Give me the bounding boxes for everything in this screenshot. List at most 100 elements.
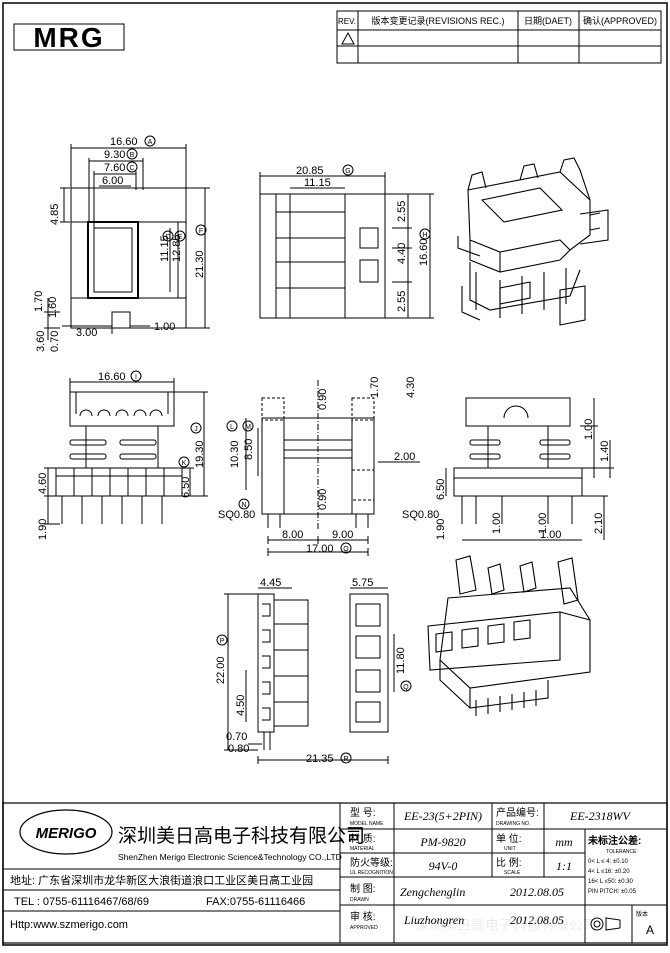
dim-1-70: 1.70 [33, 291, 45, 312]
dim-2-55-bottom: 2.55 [396, 291, 408, 312]
dim-19-30: 19.30 [194, 440, 206, 468]
version-value: A [646, 923, 654, 937]
rev-header: REV. [338, 17, 356, 26]
callout-p: P [220, 638, 225, 645]
material-value: PM-9820 [419, 835, 465, 849]
dim-4-30: 4.30 [405, 377, 417, 398]
dim-6-50-right: 6.50 [435, 479, 447, 500]
dim-4-60: 4.60 [37, 473, 49, 494]
dim-5-75: 5.75 [352, 577, 373, 589]
top-plan-view-dims: 16.60 9.30 7.60 6.00 4.85 11.15 12.85 21… [33, 135, 207, 352]
dim-20-85: 20.85 [296, 165, 324, 177]
dim-0-90-top: 0.90 [317, 389, 329, 410]
callout-l: L [230, 424, 234, 431]
dim-1-40: 1.40 [599, 441, 611, 462]
approved-label-en: APPROVED [350, 925, 378, 931]
company-block: MERIGO 深圳美日高电子科技有限公司 ShenZhen Merigo Ele… [10, 809, 365, 931]
dim-1-00: 1.00 [154, 321, 175, 333]
approved-by: Liuzhongren [403, 913, 464, 927]
dim-0-90-bottom: 0.90 [317, 489, 329, 510]
approved-label: 审 核: [350, 910, 376, 923]
dim-11-15-h: 11.15 [304, 177, 331, 189]
right-view-dims: 1.00 1.40 6.50 1.00 1.00 2.10 1.00 SQ0.8… [402, 419, 611, 541]
merigo-brand: MERIGO [36, 825, 97, 842]
dim-1-00-b: 1.00 [537, 513, 549, 534]
fire-rating-label: 防火等级: [350, 856, 393, 869]
version-label: 版本 [636, 910, 648, 918]
callout-n: N [241, 502, 246, 509]
dim-sq-0-80-left: SQ0.80 [218, 509, 255, 521]
side-view [259, 172, 434, 319]
model-label: 型 号: [350, 806, 376, 819]
dim-0-80: 0.80 [228, 743, 249, 755]
dim-2-10: 2.10 [593, 513, 605, 534]
dim-9-30-b: 9.30 [104, 149, 125, 161]
unit-value: mm [555, 835, 573, 849]
center-view [245, 380, 420, 556]
callout-f: F [199, 228, 203, 235]
callout-m: M [245, 424, 251, 431]
callout-b: B [130, 152, 135, 159]
dim-4-40: 4.40 [396, 243, 408, 264]
callout-a: A [148, 139, 153, 146]
tolerance-16-50: 16< L ≤50: ±0.30 [588, 879, 634, 885]
dim-16-60: 16.60 [418, 238, 430, 266]
dim-9-00: 9.00 [332, 529, 353, 541]
company-website: Http:www.szmerigo.com [10, 919, 128, 931]
company-name-en: ShenZhen Merigo Electronic Science&Techn… [118, 852, 342, 862]
bottom-plan-view [224, 587, 395, 764]
tolerance-4-16: 4< L ≤16: ±0.20 [588, 869, 630, 875]
drawn-label-en: DRAWN [350, 897, 369, 903]
dim-1-90-right: 1.90 [435, 519, 447, 540]
fire-rating-value: 94V-0 [429, 859, 458, 873]
callout-q: Q [403, 684, 409, 691]
dim-2-00: 2.00 [394, 451, 415, 463]
dim-10-30: 10.30 [229, 440, 241, 468]
isometric-view-top [457, 157, 609, 326]
callout-e: E [178, 234, 183, 241]
model-value: EE-23(5+2PIN) [403, 809, 482, 823]
dim-1-00-a: 1.00 [491, 513, 503, 534]
approved-header: 确认(APPROVED) [583, 15, 657, 26]
watermark-text: 深圳美日高电子科技有限公司 [415, 917, 597, 933]
callout-o: O [343, 546, 349, 553]
drawing-no-label-en: DRAWING NO. [496, 821, 530, 827]
drawn-date: 2012.08.05 [510, 885, 564, 899]
tolerance-title-en: TOLERANCE [606, 849, 637, 855]
callout-k: K [182, 460, 187, 467]
callout-i: I [135, 374, 137, 381]
callout-c: C [129, 165, 134, 172]
callout-h: H [422, 232, 427, 239]
dim-3-00: 3.00 [76, 327, 97, 339]
company-fax: FAX:0755-61116466 [206, 896, 305, 908]
dim-16-60-i: 16.60 [98, 371, 126, 383]
company-tel: TEL : 0755-61116467/68/69 [14, 896, 149, 908]
mrg-logo: MRG [13, 22, 125, 53]
logo-text: MRG [33, 22, 104, 53]
material-label-en: MATERIAL [350, 846, 375, 852]
title-block [2, 802, 668, 944]
company-address: 地址: 广东省深圳市龙华新区大浪街道浪口工业区美日高工业园 [10, 873, 313, 887]
top-plan-view [44, 144, 210, 340]
callout-j: J [194, 426, 198, 433]
dim-17-00: 17.00 [306, 543, 334, 555]
center-view-dims: 0.90 1.70 4.30 10.30 8.50 2.00 0.90 SQ0.… [218, 377, 417, 555]
company-name-cn: 深圳美日高电子科技有限公司 [118, 825, 365, 847]
projection-symbol-icon [590, 917, 621, 931]
drawing-no-value: EE-2318WV [569, 809, 632, 823]
dim-0-70-bottom: 0.70 [226, 731, 247, 743]
callout-r: R [343, 756, 348, 763]
dim-4-45: 4.45 [260, 577, 281, 589]
revision-triangle-icon [341, 31, 355, 45]
dim-6-50: 6.50 [180, 477, 192, 498]
right-view [445, 397, 614, 541]
approved-date: 2012.08.05 [510, 913, 564, 927]
revision-table: REV. 版本变更记录(REVISIONS REC.) 日期(DAET) 确认(… [336, 10, 662, 64]
callout-d: D [165, 234, 170, 241]
side-view-dims: 20.85 11.15 2.55 4.40 2.55 16.60 G H [296, 164, 431, 312]
dim-8-00: 8.00 [282, 529, 303, 541]
scale-label: 比 例: [496, 856, 522, 869]
tolerance-0-4: 0< L ≤ 4: ±0.10 [588, 859, 629, 865]
dim-8-50: 8.50 [243, 439, 255, 460]
